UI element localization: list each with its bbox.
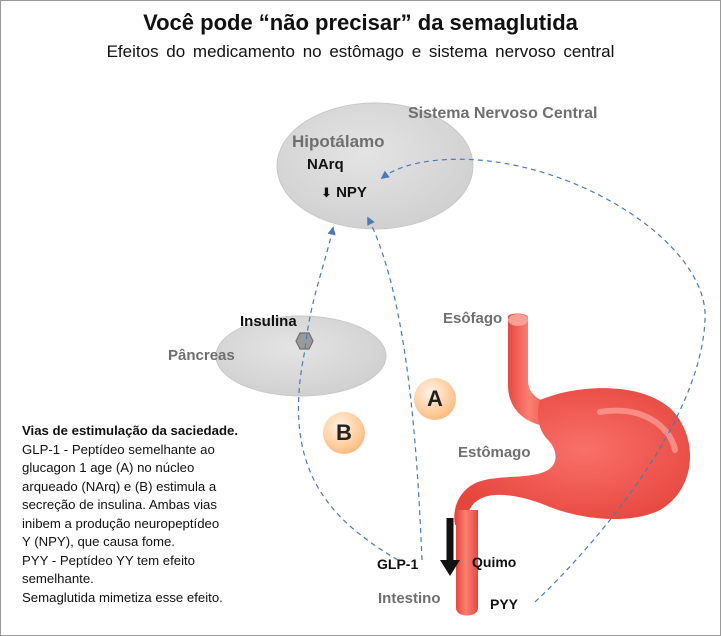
legend-line: glucagon 1 age (A) no núcleo: [22, 460, 195, 475]
label-esofago: Esôfago: [443, 310, 503, 327]
label-intestino: Intestino: [378, 590, 441, 607]
label-quimo: Quimo: [472, 554, 517, 570]
page-title: Você pode “não precisar” da semaglutida: [143, 10, 578, 35]
pancreas-shape: [215, 315, 387, 397]
badge-b: B: [323, 412, 365, 454]
legend-line: Y (NPY), que causa fome.: [22, 534, 175, 549]
pathway-glp1-brain: [367, 216, 423, 561]
label-estomago: Estômago: [458, 444, 531, 461]
label-npy-row: ⬇ NPY: [321, 184, 367, 201]
label-pancreas: Pâncreas: [168, 347, 235, 364]
legend-line: Semaglutida mimetiza esse efeito.: [22, 589, 223, 605]
intestine-shape: [456, 510, 478, 616]
legend-text: Vias de estimulação da saciedade. GLP-1 …: [22, 422, 272, 607]
stomach-highlight: [597, 407, 678, 453]
pathway-pyy-brain: [380, 158, 706, 603]
stomach-shape: [454, 388, 691, 525]
label-insulina: Insulina: [240, 313, 297, 330]
label-npy: NPY: [336, 184, 367, 201]
legend-line: PYY - Peptídeo YY tem efeito: [22, 552, 196, 568]
label-narq: NArq: [307, 156, 344, 173]
badge-a: A: [414, 378, 456, 420]
esophagus-top: [508, 314, 528, 326]
legend-line: inibem a produção neuropeptídeo: [22, 515, 220, 531]
label-glp1: GLP-1: [377, 556, 419, 572]
page-subtitle: Efeitos do medicamento no estômago e sis…: [106, 42, 615, 61]
cns-hypothalamus-shape: [276, 102, 474, 230]
legend-title: Vias de estimulação da saciedade.: [22, 423, 238, 438]
legend-line: arqueado (NArq) e (B) estimula a: [22, 478, 217, 494]
legend-line: secreção de insulina. Ambas vias: [22, 497, 217, 512]
label-snc: Sistema Nervoso Central: [408, 105, 598, 122]
hexagon-icon: [295, 332, 314, 350]
pathway-glp1-pancreas-brain: [297, 226, 399, 561]
legend-line: semelhante.: [22, 571, 94, 586]
legend-line: GLP-1 - Peptídeo semelhante ao: [22, 441, 215, 457]
down-arrow-head: [440, 560, 460, 576]
label-hipotalamo: Hipotálamo: [292, 132, 385, 151]
label-pyy: PYY: [490, 596, 519, 612]
esophagus-shape: [507, 313, 555, 425]
down-arrow-icon: ⬇: [321, 185, 332, 200]
